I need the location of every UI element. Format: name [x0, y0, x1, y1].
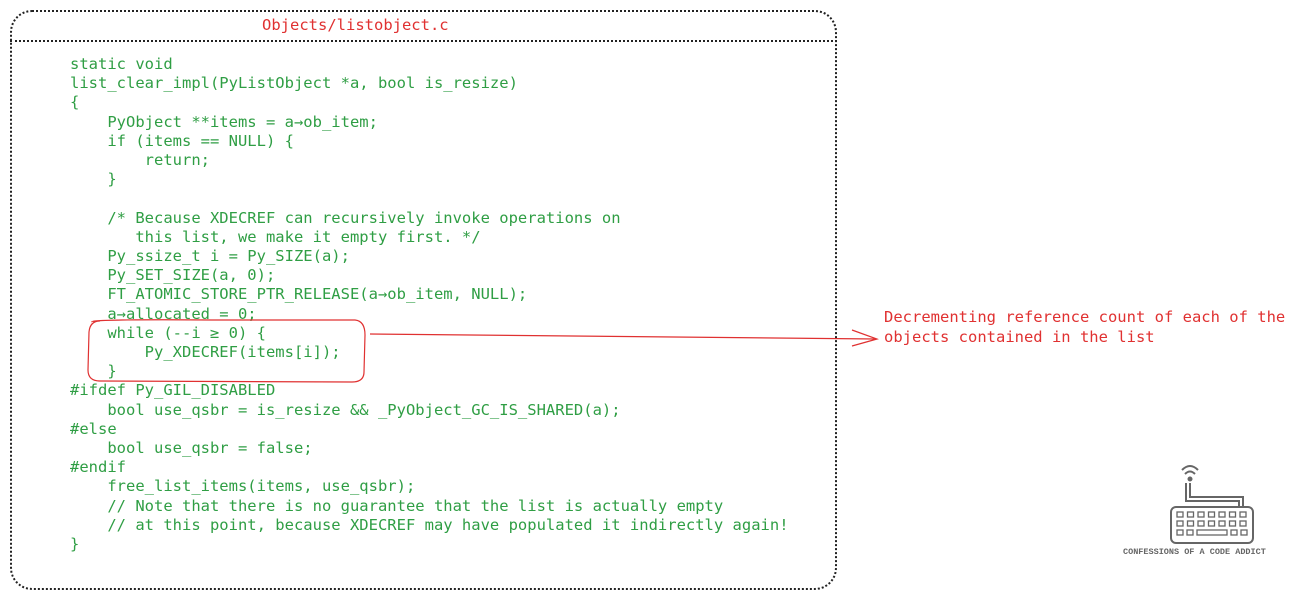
code-line: bool use_qsbr = is_resize && _PyObject_G…	[70, 400, 621, 419]
code-line: list_clear_impl(PyListObject *a, bool is…	[70, 74, 518, 93]
code-line: Py_SET_SIZE(a, 0);	[70, 266, 276, 285]
key	[1230, 529, 1238, 536]
key	[1218, 520, 1226, 527]
key	[1240, 529, 1248, 536]
brand-label: CONFESSIONS OF A CODE ADDICT	[1123, 547, 1266, 557]
code-line: /* Because XDECREF can recursively invok…	[70, 208, 621, 227]
key	[1176, 511, 1184, 518]
code-line: if (items == NULL) {	[70, 131, 294, 150]
key	[1239, 520, 1247, 527]
key	[1228, 520, 1237, 527]
file-title: Objects/listobject.c	[262, 16, 449, 34]
key	[1207, 520, 1216, 527]
code-line: #ifdef Py_GIL_DISABLED	[70, 381, 276, 400]
key	[1186, 520, 1195, 527]
annotation-text: Decrementing reference count of each of …	[884, 308, 1286, 346]
code-line: a→allocated = 0;	[70, 304, 257, 323]
code-frame	[10, 10, 837, 590]
key	[1176, 529, 1184, 536]
code-line: while (--i ≥ 0) {	[70, 323, 266, 342]
code-line: }	[70, 362, 117, 381]
arrow-head	[851, 329, 879, 347]
key	[1228, 511, 1237, 518]
code-line: Py_ssize_t i = Py_SIZE(a);	[70, 247, 350, 266]
key	[1186, 511, 1195, 518]
code-line: static void	[70, 55, 173, 73]
code-line: {	[70, 93, 80, 112]
code-line: #endif	[70, 458, 126, 477]
key	[1207, 511, 1216, 518]
code-line: }	[70, 170, 117, 189]
key	[1196, 529, 1228, 536]
code-line: }	[70, 535, 80, 554]
key	[1186, 529, 1194, 536]
keyboard-keys	[1176, 511, 1248, 536]
key	[1197, 520, 1205, 527]
code-line: PyObject **items = a→ob_item;	[70, 112, 378, 131]
keyboard-logo-icon	[1170, 465, 1254, 544]
code-line: this list, we make it empty first. */	[70, 227, 481, 246]
key	[1197, 511, 1205, 518]
title-divider	[10, 40, 837, 42]
code-line: return;	[70, 151, 210, 170]
arrow-line	[369, 333, 877, 340]
code-line: // at this point, because XDECREF may ha…	[70, 515, 789, 534]
key	[1239, 511, 1247, 518]
code-line: // Note that there is no guarantee that …	[70, 496, 724, 515]
code-line: free_list_items(items, use_qsbr);	[70, 477, 416, 496]
code-line: FT_ATOMIC_STORE_PTR_RELEASE(a→ob_item, N…	[70, 285, 528, 304]
key	[1176, 520, 1184, 527]
code-line: #else	[70, 419, 117, 438]
key	[1218, 511, 1226, 518]
code-line: Py_XDECREF(items[i]);	[70, 343, 341, 362]
highlight-box	[87, 319, 366, 383]
code-line: bool use_qsbr = false;	[70, 439, 313, 458]
